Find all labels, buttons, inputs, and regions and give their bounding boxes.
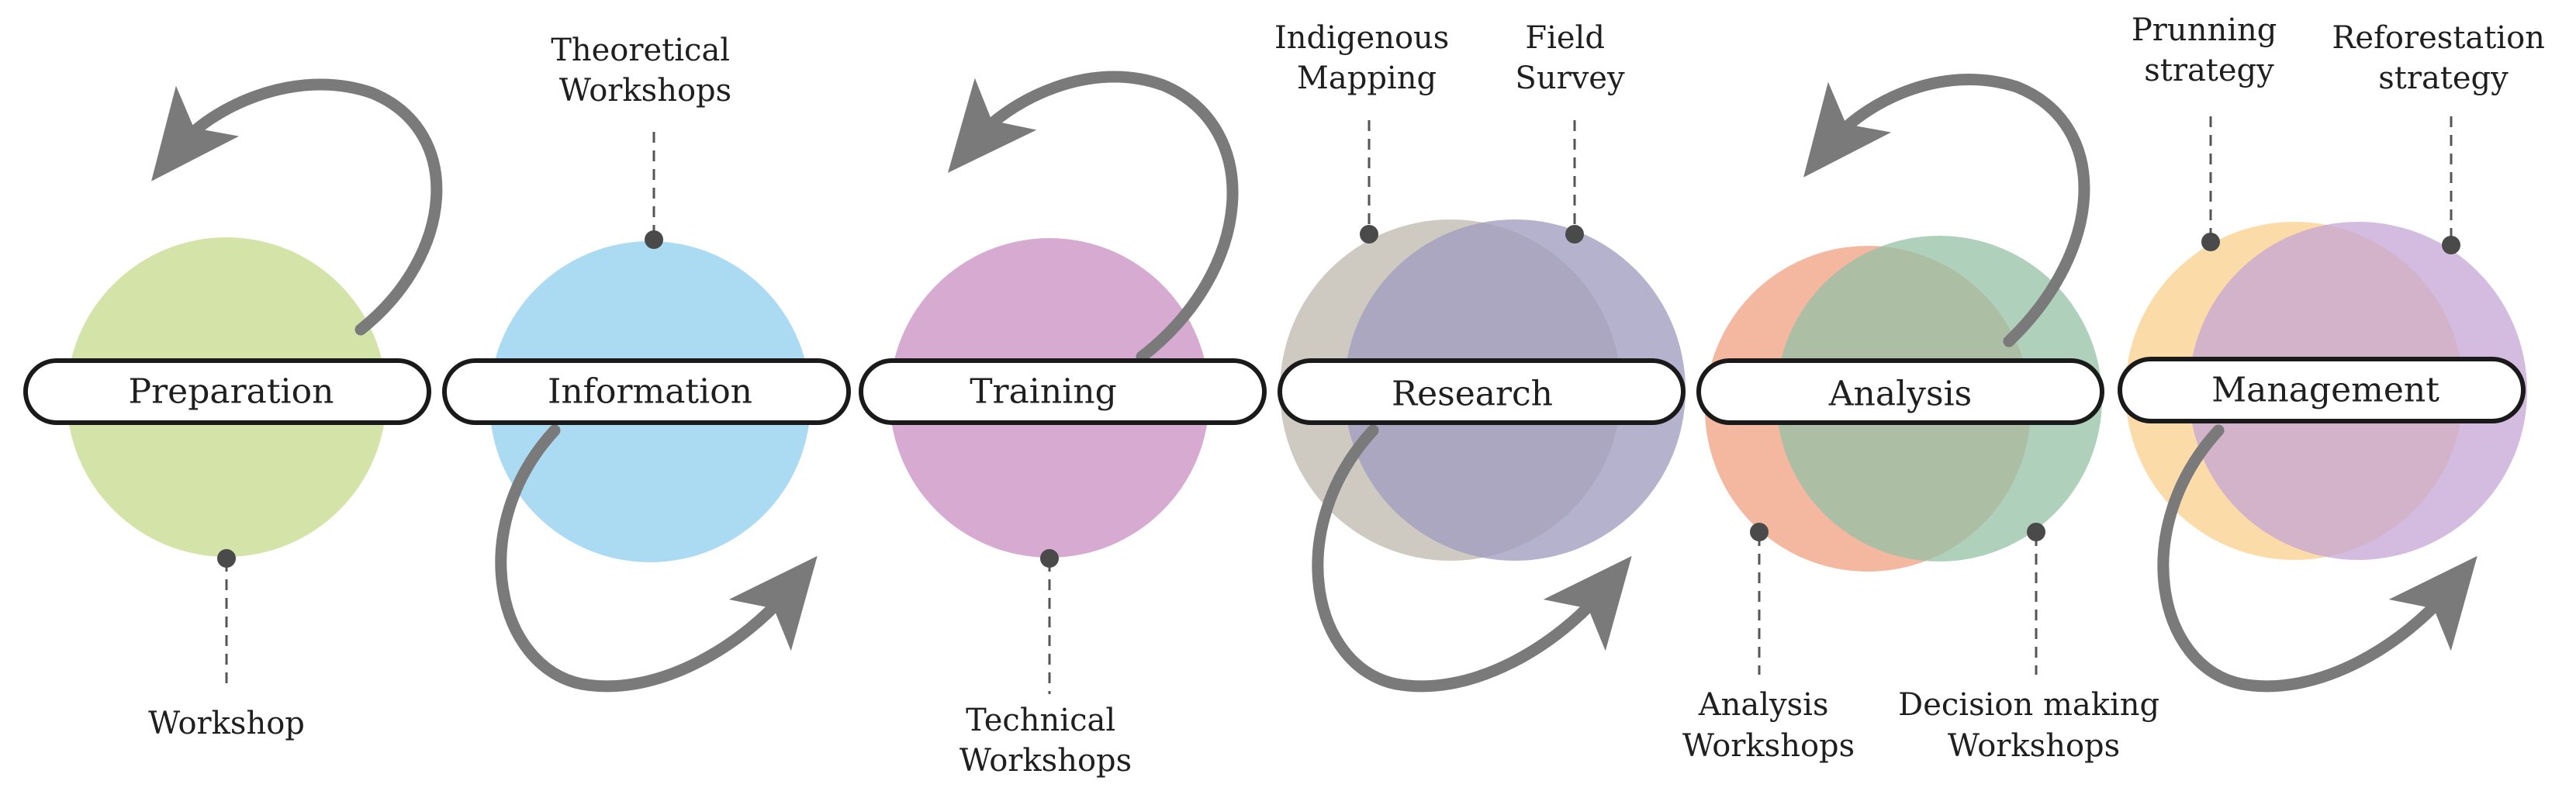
dot-reforestation-strategy bbox=[2442, 236, 2460, 254]
stage-pill-training: Training bbox=[859, 358, 1267, 425]
stage-pill-research: Research bbox=[1278, 358, 1686, 425]
preparation-loop-arrow bbox=[150, 78, 443, 336]
stage-label-preparation: Preparation bbox=[129, 372, 334, 412]
annotation-texts: Workshop Theoretical Workshops Technical… bbox=[148, 12, 2554, 779]
dot-prunning-strategy bbox=[2201, 233, 2220, 251]
research-loop-arrow bbox=[1312, 424, 1632, 693]
dot-analysis-workshops bbox=[1750, 523, 1769, 541]
dot-theoretical-workshops bbox=[645, 230, 663, 249]
stage-pill-information: Information bbox=[442, 358, 851, 425]
annotation-leaders bbox=[217, 116, 2460, 694]
loop-arrows bbox=[150, 71, 2477, 693]
annotation-analysis-workshops: Analysis Workshops bbox=[1682, 687, 1855, 764]
annotation-technical-workshops: Technical Workshops bbox=[960, 703, 1132, 779]
annotation-decision-making-workshops: Decision making Workshops bbox=[1898, 687, 2170, 764]
stage-pill-management: Management bbox=[2118, 357, 2526, 423]
annotation-reforestation-strategy: Reforestation strategy bbox=[2332, 20, 2554, 96]
information-loop-arrow bbox=[495, 424, 818, 693]
dot-workshop bbox=[217, 549, 236, 568]
dot-field-survey bbox=[1565, 225, 1584, 244]
annotation-prunning-strategy: Prunning strategy bbox=[2132, 12, 2287, 88]
stage-label-management: Management bbox=[2211, 371, 2439, 410]
dot-indigenous-mapping bbox=[1360, 225, 1378, 244]
annotation-field-survey: Field Survey bbox=[1515, 20, 1625, 96]
annotation-indigenous-mapping: Indigenous Mapping bbox=[1274, 20, 1459, 96]
stage-pill-analysis: Analysis bbox=[1696, 358, 2104, 425]
dot-technical-workshops bbox=[1040, 549, 1059, 568]
stage-pills: Preparation Information Training Researc… bbox=[23, 357, 2526, 425]
stage-label-research: Research bbox=[1392, 375, 1553, 414]
management-loop-arrow bbox=[2157, 424, 2477, 693]
stage-label-information: Information bbox=[548, 372, 752, 412]
training-loop-arrow bbox=[947, 71, 1239, 363]
stage-pill-preparation: Preparation bbox=[23, 358, 431, 425]
annotation-workshop: Workshop bbox=[148, 706, 305, 741]
stage-label-analysis: Analysis bbox=[1828, 375, 1973, 414]
dot-decision-making-workshops bbox=[2027, 523, 2045, 541]
analysis-loop-arrow bbox=[1803, 74, 2090, 347]
annotation-theoretical-workshops: Theoretical Workshops bbox=[551, 33, 740, 109]
stage-label-training: Training bbox=[970, 372, 1117, 412]
